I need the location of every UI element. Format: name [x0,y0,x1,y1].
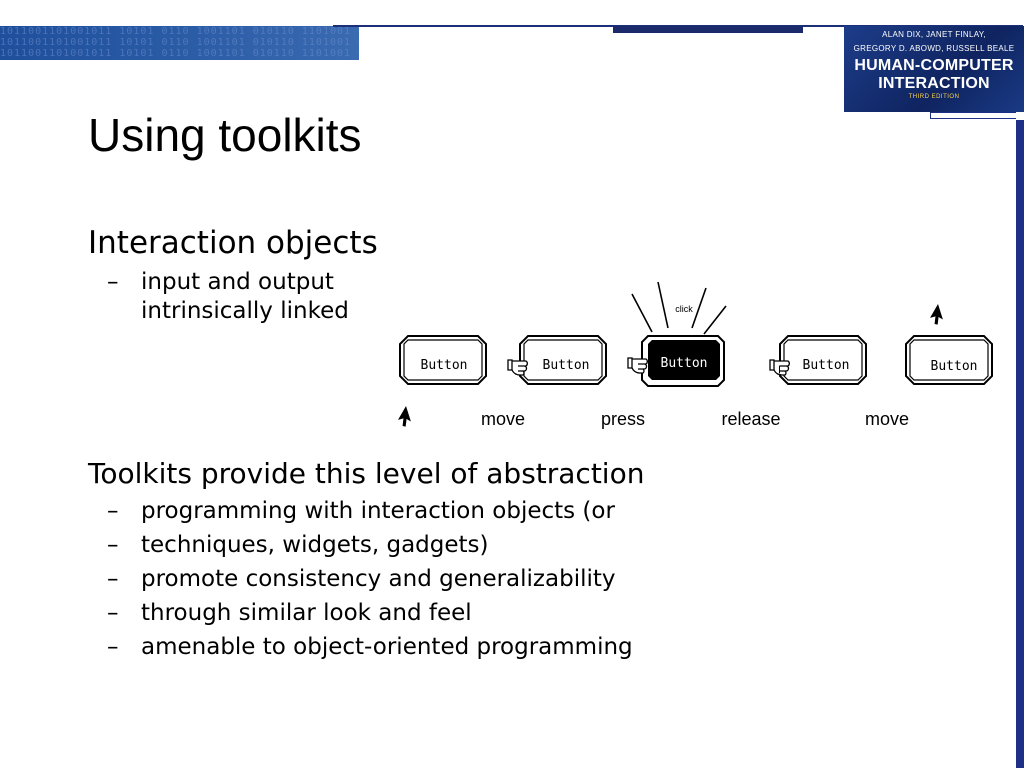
bullet-dash: – [107,566,119,592]
list-item: –through similar look and feel [107,596,633,630]
step-label-move: move [481,409,525,429]
section2-heading: Toolkits provide this level of abstracti… [88,457,645,490]
book-title-line1: HUMAN-COMPUTER [854,57,1014,74]
button-interaction-diagram: Button Button click Button Button Button [396,281,993,429]
bullet-dash: – [107,498,119,524]
section1-subitem-text: input and output intrinsically linked [141,269,349,324]
click-label: click [675,304,693,314]
section1-heading: Interaction objects [88,225,378,261]
bullet-dash: – [107,634,119,660]
book-authors-line2: GREGORY D. ABOWD, RUSSELL BEALE [853,44,1015,53]
list-item-text: programming with interaction objects (or [141,498,615,524]
button-label: Button [543,358,590,373]
list-item: –programming with interaction objects (o… [107,494,633,528]
bullet-dash: – [107,532,119,558]
book-edition: THIRD EDITION [908,94,960,100]
click-rays-icon [631,281,727,335]
button-state-hover: Button [507,335,607,385]
button-state-pressed: Button [627,335,725,387]
section1-subitem: – input and output intrinsically linked [107,268,411,326]
button-label: Button [803,358,850,373]
list-item-text: amenable to object-oriented programming [141,634,633,660]
slide-title: Using toolkits [88,109,362,161]
right-frame-bar [1016,120,1024,768]
bullet-dash: – [107,600,119,626]
button-state-after-move: Button [905,335,993,385]
book-cover-logo: ALAN DIX, JANET FINLAY, GREGORY D. ABOWD… [844,26,1024,112]
binary-text: 1011001101001011 10101 0110 1001101 0101… [0,37,359,48]
binary-text: 1011001101001011 10101 0110 1001101 0101… [0,26,359,37]
arrow-cursor-icon [928,304,949,327]
list-item-text: through similar look and feel [141,600,472,626]
step-label-press: press [601,409,645,429]
arrow-cursor-icon [396,406,417,429]
right-frame-line [930,112,1016,119]
button-label: Button [421,358,468,373]
book-authors-line1: ALAN DIX, JANET FINLAY, [882,30,986,39]
list-item: –amenable to object-oriented programming [107,630,633,664]
step-label-release: release [721,409,780,429]
book-title-line2: INTERACTION [878,75,990,92]
list-item: –promote consistency and generalizabilit… [107,562,633,596]
section2-list: –programming with interaction objects (o… [107,494,633,664]
header-binary-strip: 1011001101001011 10101 0110 1001101 0101… [0,26,359,60]
button-label: Button [931,359,978,374]
bullet-dash: – [107,269,119,295]
hand-cursor-icon [627,357,648,374]
list-item-text: promote consistency and generalizability [141,566,616,592]
hand-cursor-icon [507,359,528,376]
button-state-released: Button [769,335,867,385]
button-state-normal: Button [399,335,487,385]
binary-text: 1011001101001011 10101 0110 1001101 0101… [0,48,359,59]
step-label-move-2: move [865,409,909,429]
header-tab [613,26,803,33]
list-item: –techniques, widgets, gadgets) [107,528,633,562]
button-label: Button [661,356,708,371]
list-item-text: techniques, widgets, gadgets) [141,532,489,558]
